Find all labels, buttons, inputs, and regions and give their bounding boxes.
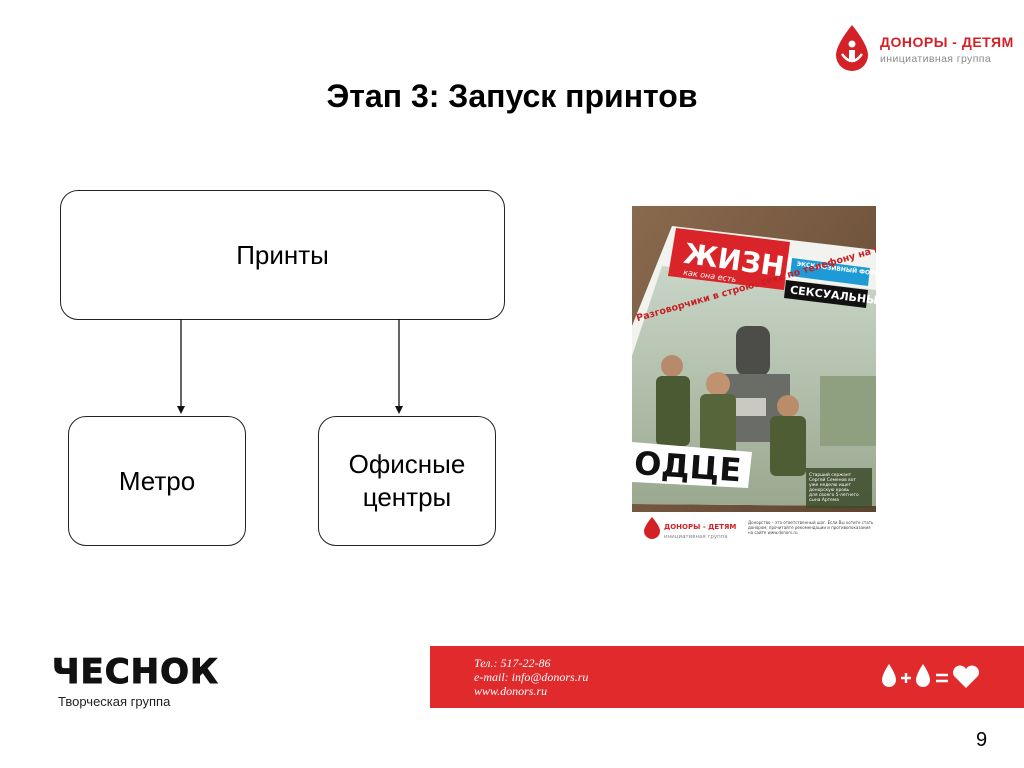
slide-title: Этап 3: Запуск принтов xyxy=(326,78,698,114)
contact-site: www.donors.ru xyxy=(474,684,548,698)
node-office-label: Офисные центры xyxy=(348,449,466,512)
poster-footer-logo-name: ДОНОРЫ - ДЕТЯМ xyxy=(664,523,736,531)
node-office-centers: Офисные центры xyxy=(318,416,496,546)
arrowhead-metro xyxy=(177,406,185,414)
poster-footer-logo-subtitle: инициативная группа xyxy=(664,534,728,540)
node-prints-label: Принты xyxy=(236,239,329,270)
chesnok-logo: ЧЕСНОК xyxy=(52,652,219,712)
contact-email: e-mail: info@donors.ru xyxy=(474,670,589,684)
node-metro: Метро xyxy=(68,416,246,546)
magazine-poster: ЖИЗНЬ как она есть ЭКСКЛЮЗИВНЫЙ ФОТОРЕПО… xyxy=(632,206,876,546)
arrowhead-office xyxy=(395,406,403,414)
poster-footer: ДОНОРЫ - ДЕТЯМ инициативная группа Донор… xyxy=(632,512,876,546)
poster-caption: Старший сержант Сергей Семенов вот уже н… xyxy=(809,471,860,503)
chesnok-wordmark: ЧЕСНОК xyxy=(52,652,219,693)
blood-drop-icon-2 xyxy=(916,664,930,687)
logo-subtitle: инициативная группа xyxy=(880,53,992,65)
poster-big-word: ОДЦЕ xyxy=(633,444,743,489)
poster-donor-drop-icon xyxy=(644,517,660,539)
poster-photo: ЖИЗНЬ как она есть ЭКСКЛЮЗИВНЫЙ ФОТОРЕПО… xyxy=(632,206,876,512)
page-number: 9 xyxy=(976,729,988,751)
donor-drop-icon xyxy=(836,25,868,71)
chesnok-subtitle: Творческая группа xyxy=(58,694,171,709)
node-metro-label: Метро xyxy=(118,465,196,496)
logo-name: ДОНОРЫ - ДЕТЯМ xyxy=(880,34,1014,50)
heart-icon xyxy=(953,665,979,688)
contact-band: Тел.: 517-22-86 e-mail: info@donors.ru w… xyxy=(430,646,1024,708)
node-prints: Принты xyxy=(60,190,505,320)
donors-logo: ДОНОРЫ - ДЕТЯМ инициативная группа xyxy=(832,24,1014,80)
blood-drop-icon xyxy=(882,664,896,687)
contact-phone: Тел.: 517-22-86 xyxy=(474,656,551,670)
poster-footer-note: Донорство – это ответственный шаг. Если … xyxy=(748,520,875,535)
drop-plus-drop-equals-heart xyxy=(882,664,979,688)
